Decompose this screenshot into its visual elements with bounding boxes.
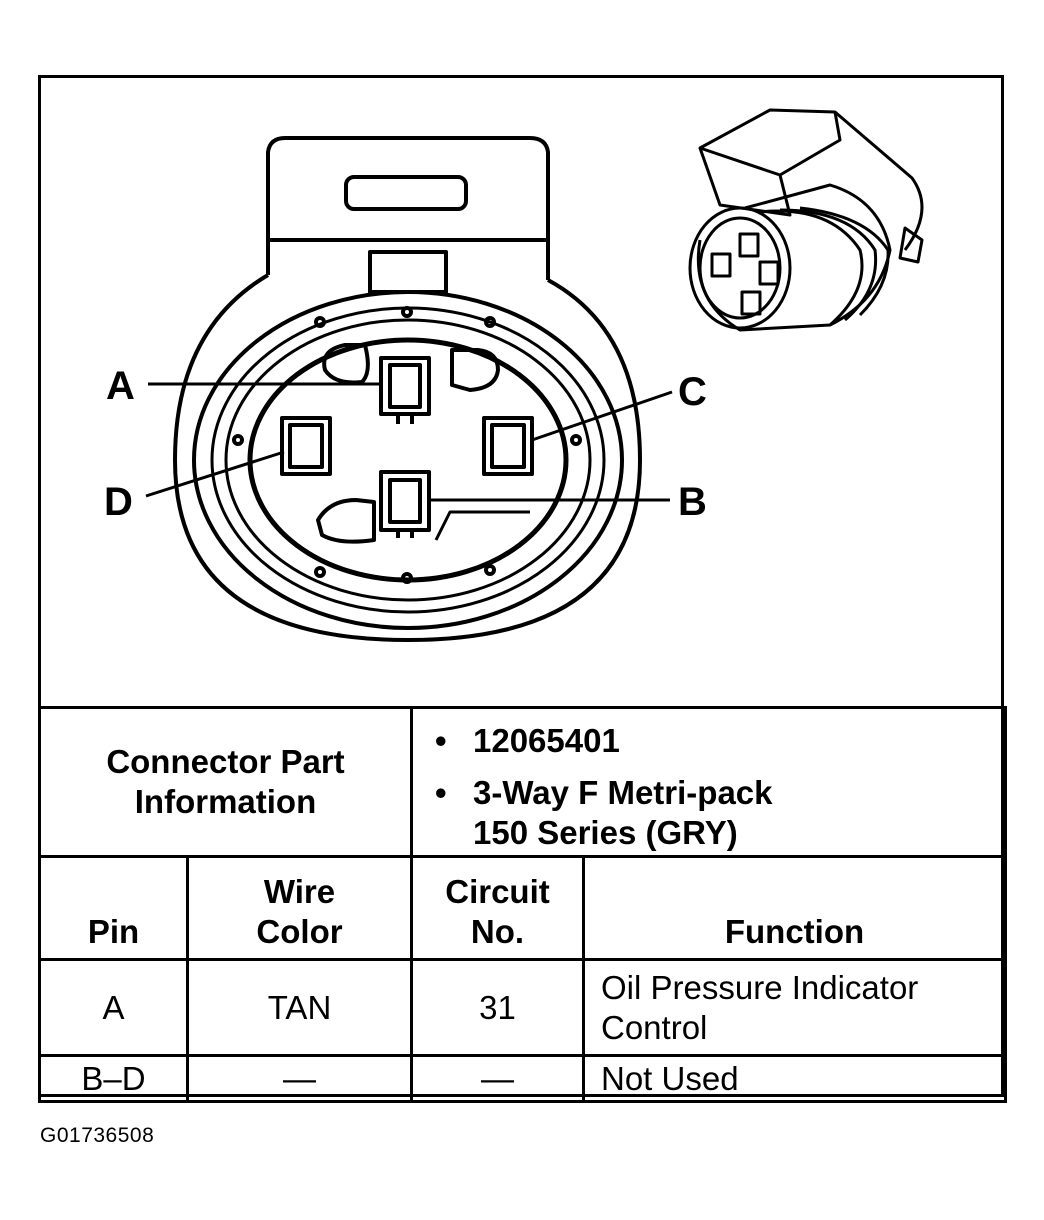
connector-face-view — [145, 136, 673, 642]
cell-circuit: — — [410, 1054, 585, 1103]
figure-id: G01736508 — [40, 1124, 155, 1147]
header-pin: Pin — [38, 855, 189, 961]
connector-part-info-row: Connector Part Information • 12065401 • … — [38, 706, 1008, 858]
cell-circuit: 31 — [410, 958, 585, 1057]
table-row: B–D — — Not Used — [38, 1054, 1008, 1103]
part-description-line2: 150 Series (GRY) — [473, 814, 738, 851]
pin-label-b: B — [678, 480, 707, 524]
connector-3d-view — [688, 108, 924, 332]
bullet-icon: • — [435, 774, 447, 811]
cell-wire-color: TAN — [186, 958, 413, 1057]
leader-d — [145, 450, 285, 498]
tab-slot — [344, 175, 468, 211]
terminal-d — [280, 416, 332, 476]
connector-part-info-heading: Connector Part Information — [38, 706, 413, 858]
pin-label-d: D — [104, 480, 133, 524]
connector-outer-shell — [173, 273, 642, 642]
cell-pin: B–D — [38, 1054, 189, 1103]
part-number: • 12065401 — [435, 722, 620, 759]
connector-inner-cavity — [247, 337, 569, 583]
connector-drawing — [145, 108, 924, 642]
cell-wire-color: — — [186, 1054, 413, 1103]
bullet-icon: • — [435, 722, 447, 759]
header-function: Function — [581, 855, 1008, 961]
cell-pin: A — [38, 958, 189, 1057]
locking-tab — [266, 136, 550, 280]
pin-label-a: A — [106, 364, 135, 408]
cell-function: Not Used — [581, 1054, 1008, 1103]
connector-part-info-details: • 12065401 • 3-Way F Metri-pack 150 Seri… — [409, 706, 1008, 858]
terminal-c — [482, 416, 534, 476]
leader-c — [531, 390, 673, 442]
part-description: • 3-Way F Metri-pack — [435, 774, 773, 811]
terminal-a — [379, 356, 431, 424]
connector-info-table: Connector Part Information • 12065401 • … — [38, 706, 1008, 1103]
pin-label-c: C — [678, 370, 707, 414]
terminal-b — [379, 470, 431, 538]
